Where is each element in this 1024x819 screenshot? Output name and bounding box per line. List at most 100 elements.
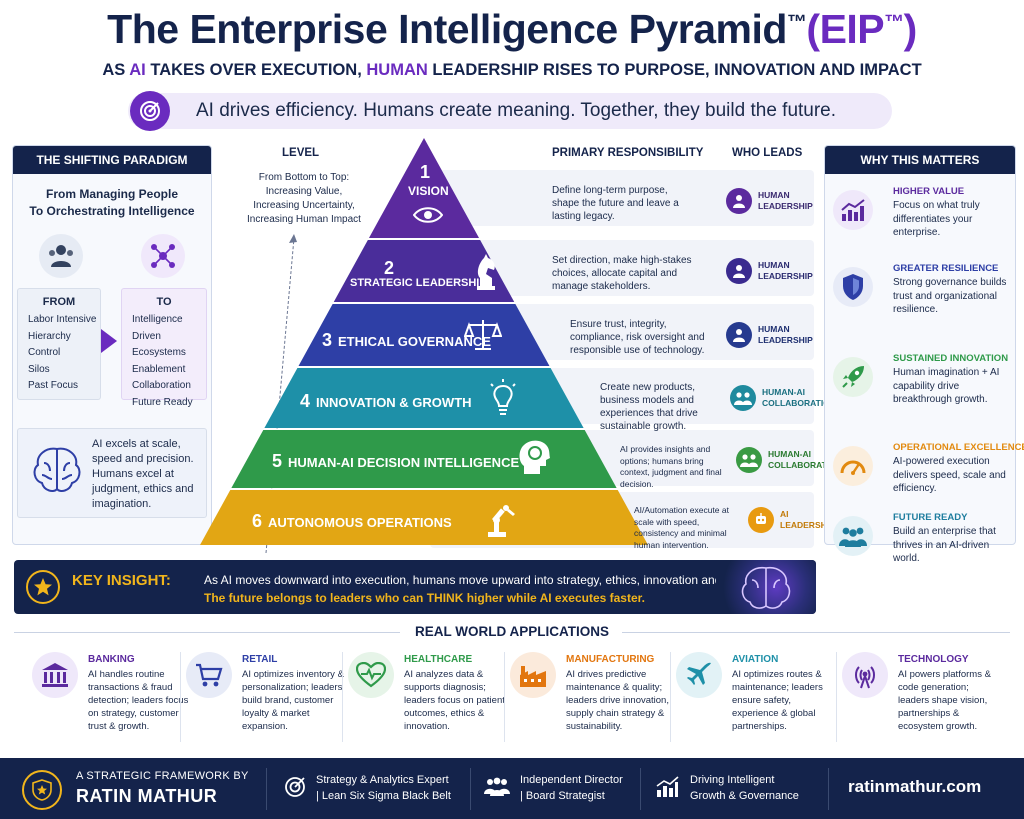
why-this-matters-heading: WHY THIS MATTERS bbox=[825, 146, 1015, 174]
increase-arrow bbox=[265, 234, 297, 554]
chess-knight-icon bbox=[474, 252, 498, 297]
heart-icon bbox=[348, 652, 394, 698]
bar-chart-icon bbox=[654, 774, 680, 800]
app-banking: BANKING AI handles routine transactions … bbox=[30, 646, 192, 750]
ai-human-note-text: AI excels at scale, speed and precision.… bbox=[92, 438, 194, 510]
eye-icon bbox=[412, 206, 444, 229]
key-insight-banner: KEY INSIGHT: As AI moves downward into e… bbox=[14, 560, 816, 614]
tier-2-responsibility: Set direction, make high-stakes choices,… bbox=[552, 255, 692, 292]
credential-director: Independent Director| Board Strategist bbox=[520, 774, 623, 802]
robot-icon bbox=[748, 507, 774, 533]
tier-4-who-leads: HUMAN-AI COLLABORATION bbox=[730, 385, 836, 411]
star-badge-icon bbox=[22, 770, 62, 810]
tier-4-responsibility: Create new products, business models and… bbox=[600, 382, 698, 432]
arrow-right-icon bbox=[101, 329, 117, 353]
tier-2-who-leads: HUMAN LEADERSHIP bbox=[726, 258, 818, 284]
collaboration-icon bbox=[736, 447, 762, 473]
ai-head-icon bbox=[516, 438, 552, 483]
gauge-icon bbox=[833, 446, 873, 486]
to-label: TO bbox=[156, 296, 172, 308]
website-link[interactable]: ratinmathur.com bbox=[848, 777, 982, 796]
page-title: The Enterprise Intelligence Pyramid™(EIP… bbox=[107, 6, 917, 52]
to-item: Ecosystems bbox=[132, 347, 186, 358]
from-item: Past Focus bbox=[28, 380, 79, 391]
framework-by: A STRATEGIC FRAMEWORK BY bbox=[76, 770, 249, 782]
shield-icon bbox=[833, 267, 873, 307]
to-item: Intelligence Driven bbox=[132, 314, 183, 342]
divider bbox=[504, 652, 505, 742]
growth-chart-icon bbox=[833, 190, 873, 230]
divider bbox=[640, 768, 641, 810]
divider bbox=[266, 768, 267, 810]
divider bbox=[14, 632, 400, 633]
from-label: FROM bbox=[42, 296, 76, 308]
key-insight-label: KEY INSIGHT: bbox=[72, 572, 171, 589]
to-item: Collaboration bbox=[132, 380, 191, 391]
divider bbox=[836, 652, 837, 742]
key-insight-line-2: The future belongs to leaders who can TH… bbox=[204, 591, 645, 605]
tier-5-who-leads: HUMAN-AI COLLABORATION bbox=[736, 447, 842, 473]
from-item: Silos bbox=[28, 363, 50, 375]
tier-1-number: 1 bbox=[420, 162, 431, 182]
tier-3-responsibility: Ensure trust, integrity, compliance, ris… bbox=[570, 319, 705, 356]
level-note: From Bottom to Top: Increasing Value, In… bbox=[247, 172, 361, 225]
people-icon bbox=[833, 516, 873, 556]
bank-icon bbox=[32, 652, 78, 698]
factory-icon bbox=[510, 652, 556, 698]
lightbulb-icon bbox=[488, 378, 518, 423]
network-icon bbox=[141, 234, 185, 278]
from-item: Hierarchy bbox=[28, 330, 71, 342]
from-box: FROM Labor Intensive Hierarchy Control S… bbox=[17, 288, 101, 400]
author-name: RATIN MATHUR bbox=[76, 786, 218, 806]
to-item: Future Ready bbox=[132, 396, 193, 408]
scales-icon bbox=[463, 318, 503, 357]
target-icon bbox=[130, 91, 170, 131]
tagline-banner: AI drives efficiency. Humans create mean… bbox=[128, 91, 892, 131]
app-aviation: AVIATION AI optimizes routes & maintenan… bbox=[674, 646, 836, 750]
tier-2-number: 2 bbox=[384, 258, 395, 278]
divider bbox=[470, 768, 471, 810]
rocket-icon bbox=[833, 357, 873, 397]
app-technology: TECHNOLOGY AI powers platforms & code ge… bbox=[840, 646, 1002, 750]
tier-2-label: STRATEGIC LEADERSHIP bbox=[350, 277, 487, 289]
divider bbox=[622, 632, 1010, 633]
ai-human-note: AI excels at scale, speed and precision.… bbox=[17, 428, 207, 518]
manager-icon bbox=[39, 234, 83, 278]
tier-5-responsibility: AI provides insights and options; humans… bbox=[620, 444, 722, 489]
app-retail: RETAIL AI optimizes inventory & personal… bbox=[184, 646, 346, 750]
cart-icon bbox=[186, 652, 232, 698]
leader-icon bbox=[726, 188, 752, 214]
tier-1-label: VISION bbox=[408, 184, 449, 198]
tier-1-responsibility: Define long-term purpose, shape the futu… bbox=[552, 185, 679, 222]
divider bbox=[828, 768, 829, 810]
tagline-text: AI drives efficiency. Humans create mean… bbox=[196, 100, 837, 121]
leader-icon bbox=[726, 258, 752, 284]
from-item: Labor Intensive bbox=[28, 314, 97, 325]
why-this-matters-panel: WHY THIS MATTERS HIGHER VALUE Focus on w… bbox=[824, 145, 1024, 564]
glowing-brain-icon bbox=[716, 560, 816, 614]
key-insight-line-1: As AI moves downward into execution, hum… bbox=[204, 573, 764, 587]
star-icon bbox=[26, 570, 60, 604]
tier-6-who-leads: AI LEADERSHIP bbox=[748, 507, 835, 533]
to-item: Enablement bbox=[132, 363, 186, 375]
applications-title: REAL WORLD APPLICATIONS bbox=[415, 624, 609, 639]
app-healthcare: HEALTHCARE AI analyzes data & supports d… bbox=[346, 646, 508, 750]
collaboration-icon bbox=[730, 385, 756, 411]
footer: A STRATEGIC FRAMEWORK BY RATIN MATHUR St… bbox=[0, 758, 1024, 819]
from-item: Control bbox=[28, 347, 61, 358]
page-subtitle: AS AI TAKES OVER EXECUTION, HUMAN LEADER… bbox=[102, 61, 922, 79]
tier-1-who-leads: HUMAN LEADERSHIP bbox=[726, 188, 818, 214]
shifting-paradigm-panel: THE SHIFTING PARADIGM From Managing Peop… bbox=[12, 145, 212, 545]
airplane-icon bbox=[676, 652, 722, 698]
leader-icon bbox=[726, 322, 752, 348]
responsibility-column-header: PRIMARY RESPONSIBILITY bbox=[552, 147, 704, 159]
shifting-paradigm-heading: THE SHIFTING PARADIGM bbox=[13, 146, 211, 174]
board-people-icon bbox=[484, 774, 510, 800]
divider bbox=[180, 652, 181, 742]
robot-arm-icon bbox=[484, 500, 524, 545]
